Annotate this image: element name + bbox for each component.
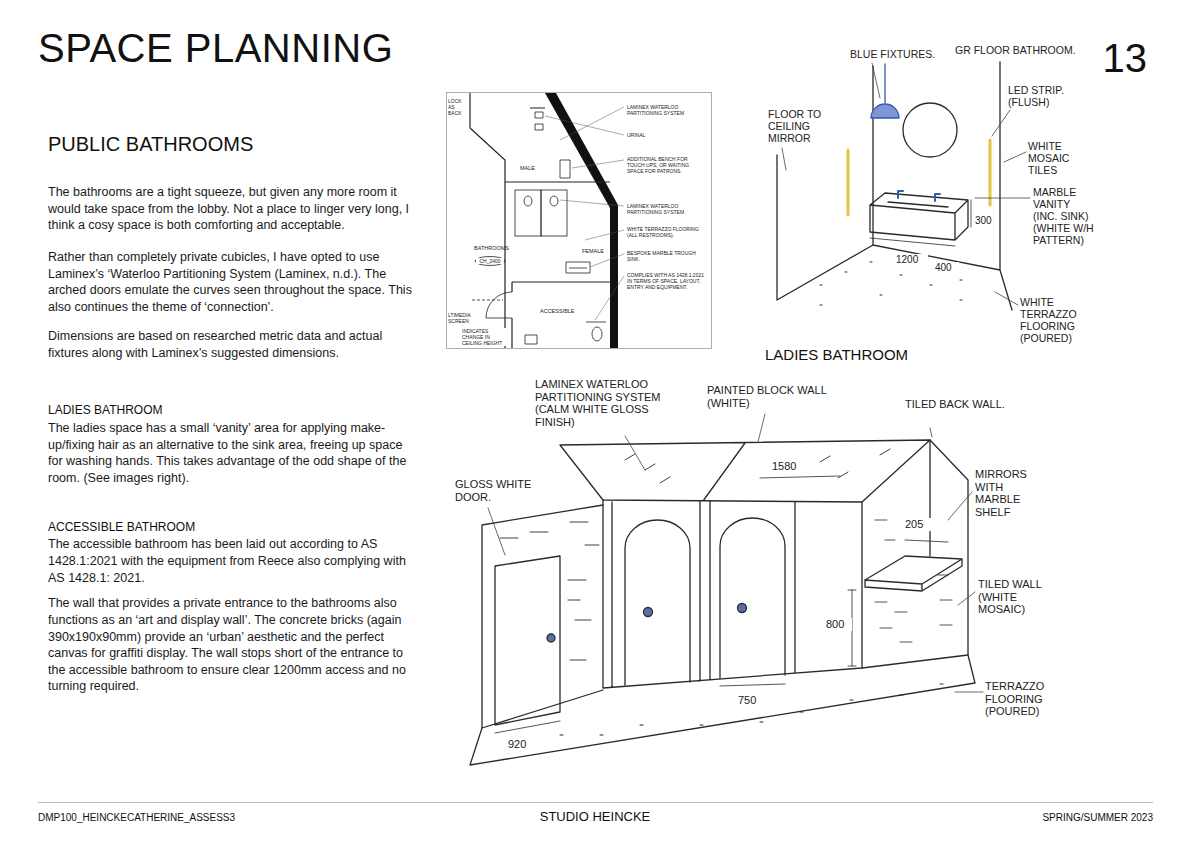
dimension-label: 800 — [826, 618, 852, 631]
ceiling-height-tag: CH_2400 — [476, 258, 504, 264]
ladies-bathroom-sketch — [777, 62, 1030, 310]
plan-note: LAMINEX WATERLOO PARTITIONING SYSTEM — [627, 104, 705, 116]
section-heading: PUBLIC BATHROOMS — [48, 132, 418, 156]
plan-cubicle — [541, 190, 567, 236]
door-knob — [547, 634, 555, 642]
subheading: ACCESSIBLE BATHROOM — [48, 520, 413, 534]
round-mirror — [903, 103, 957, 157]
terrazzo-speckles — [560, 684, 943, 735]
body-paragraph: Dimensions are based on researched metri… — [48, 328, 413, 361]
sketch-annotation: WHITE TERRAZZO FLOORING (POURED) — [1020, 296, 1086, 344]
plan-cubicle — [515, 190, 541, 236]
leader-lines — [488, 414, 983, 692]
sketch-annotation: LED STRIP. (FLUSH) — [1008, 84, 1070, 108]
dimension-label: 400 — [935, 262, 959, 274]
plan-toilet — [550, 196, 558, 206]
dimension-lines — [870, 200, 971, 246]
sketch-annotation: TILED WALL (WHITE MOSAIC) — [978, 578, 1050, 616]
arched-doors — [625, 518, 785, 685]
plan-grab-rails — [525, 322, 606, 344]
sketch-annotation: GLOSS WHITE DOOR. — [455, 478, 535, 503]
blue-taps — [898, 191, 940, 201]
sketch-annotation: WHITE MOSAIC TILES — [1028, 140, 1084, 176]
room-label: BATHROOMS — [474, 245, 504, 252]
dimension-label: 750 — [738, 694, 768, 707]
door-knob — [738, 604, 747, 613]
plan-toilet — [592, 327, 602, 341]
sketch-annotation: TILED BACK WALL. — [905, 398, 1005, 411]
dimension-label: 1200 — [896, 254, 928, 266]
partition-front — [603, 500, 862, 688]
footer-text: STUDIO HEINCKE — [495, 809, 695, 825]
plan-note: INDICATES CHANGE IN CEILING HEIGHT — [462, 328, 506, 346]
room-label: ACCESSIBLE — [540, 308, 580, 315]
partition-sketch — [470, 414, 983, 765]
block-wall — [482, 505, 603, 728]
body-paragraph: The accessible bathroom has been laid ou… — [48, 536, 413, 586]
plan-note: LTIMEDIA SCREEN — [448, 312, 478, 324]
ceiling-height-tag — [475, 257, 505, 266]
sketch-annotation: BLUE FIXTURES. — [850, 48, 950, 60]
dimension-label: 205 — [905, 518, 935, 531]
plan-note: WHITE TERRAZZO FLOORING (ALL RESTROOMS). — [627, 226, 705, 238]
body-paragraph: The wall that provides a private entranc… — [48, 595, 413, 695]
plan-toilet — [524, 196, 532, 206]
top-hatching — [625, 449, 890, 483]
sketch-annotation: PAINTED BLOCK WALL (WHITE) — [707, 384, 867, 409]
floor-plan — [447, 93, 712, 349]
marble-vanity — [870, 193, 968, 240]
sketch-annotation: MARBLE VANITY (INC. SINK) (WHITE W/H PAT… — [1033, 186, 1095, 246]
sketch-annotation: TERRAZZO FLOORING (POURED) — [985, 680, 1065, 718]
plan-note: COMPLIES WITH AS 1428.1:2021 IN TERMS OF… — [627, 272, 705, 290]
marble-shelf — [865, 556, 962, 591]
figure-caption: LADIES BATHROOM — [765, 346, 965, 364]
tiled-walls — [862, 440, 968, 668]
terrazzo-speckles — [820, 262, 962, 305]
footer-rule — [38, 802, 1153, 803]
floor-outline — [470, 655, 975, 765]
brick-hatching — [500, 522, 599, 660]
plan-note: BESPOKE MARBLE TROUGH SINK. — [627, 250, 705, 262]
plan-walls — [470, 93, 610, 348]
subheading: LADIES BATHROOM — [48, 403, 413, 417]
dimension-label: 300 — [975, 215, 999, 227]
body-paragraph: Rather than completely private cubicles,… — [48, 249, 413, 316]
plan-note: LAMINEX WATERLOO PARTITIONING SYSTEM. — [627, 203, 705, 215]
plan-frame — [447, 93, 712, 349]
sketch-annotation: LAMINEX WATERLOO PARTITIONING SYSTEM (CA… — [535, 378, 690, 429]
plan-note: LOCK AS BACK — [448, 98, 468, 116]
body-paragraph: The ladies space has a small ‘vanity’ ar… — [48, 420, 413, 487]
dimension-lines — [495, 476, 948, 733]
leader-lines — [782, 63, 1030, 305]
dimension-label: 1580 — [772, 460, 812, 473]
gloss-door — [495, 556, 560, 725]
led-strips — [848, 140, 990, 215]
plan-trough-sink — [566, 262, 590, 273]
room-label: FEMALE — [582, 248, 608, 255]
sketch-annotation: FLOOR TO CEILING MIRROR — [768, 108, 840, 144]
plan-note: URINAL — [627, 132, 705, 138]
page-number: 13 — [1095, 34, 1147, 82]
plan-note: ADDITIONAL BENCH FOR TOUCH UPS, OR WAITI… — [627, 156, 705, 174]
partition-top — [560, 440, 930, 502]
room-edges — [777, 62, 1012, 310]
footer-text: SPRING/SUMMER 2023 — [953, 812, 1153, 824]
room-label: MALE — [520, 165, 544, 172]
door-knob — [644, 608, 653, 617]
ceiling-change-line — [472, 300, 503, 301]
plan-leader-lines — [545, 107, 624, 320]
sketch-annotation: GR FLOOR BATHROOM. — [955, 44, 1080, 56]
plan-door-swing — [486, 292, 512, 318]
page-title: SPACE PLANNING — [38, 24, 393, 72]
footer-text: DMP100_HEINCKECATHERINE_ASSESS3 — [38, 812, 338, 824]
pendant-light — [871, 64, 899, 118]
body-paragraph: The bathrooms are a tight squeeze, but g… — [48, 184, 413, 234]
dimension-label: 920 — [508, 738, 538, 751]
sketch-annotation: MIRRORS WITH MARBLE SHELF — [975, 468, 1050, 519]
tile-hatching — [875, 520, 952, 642]
